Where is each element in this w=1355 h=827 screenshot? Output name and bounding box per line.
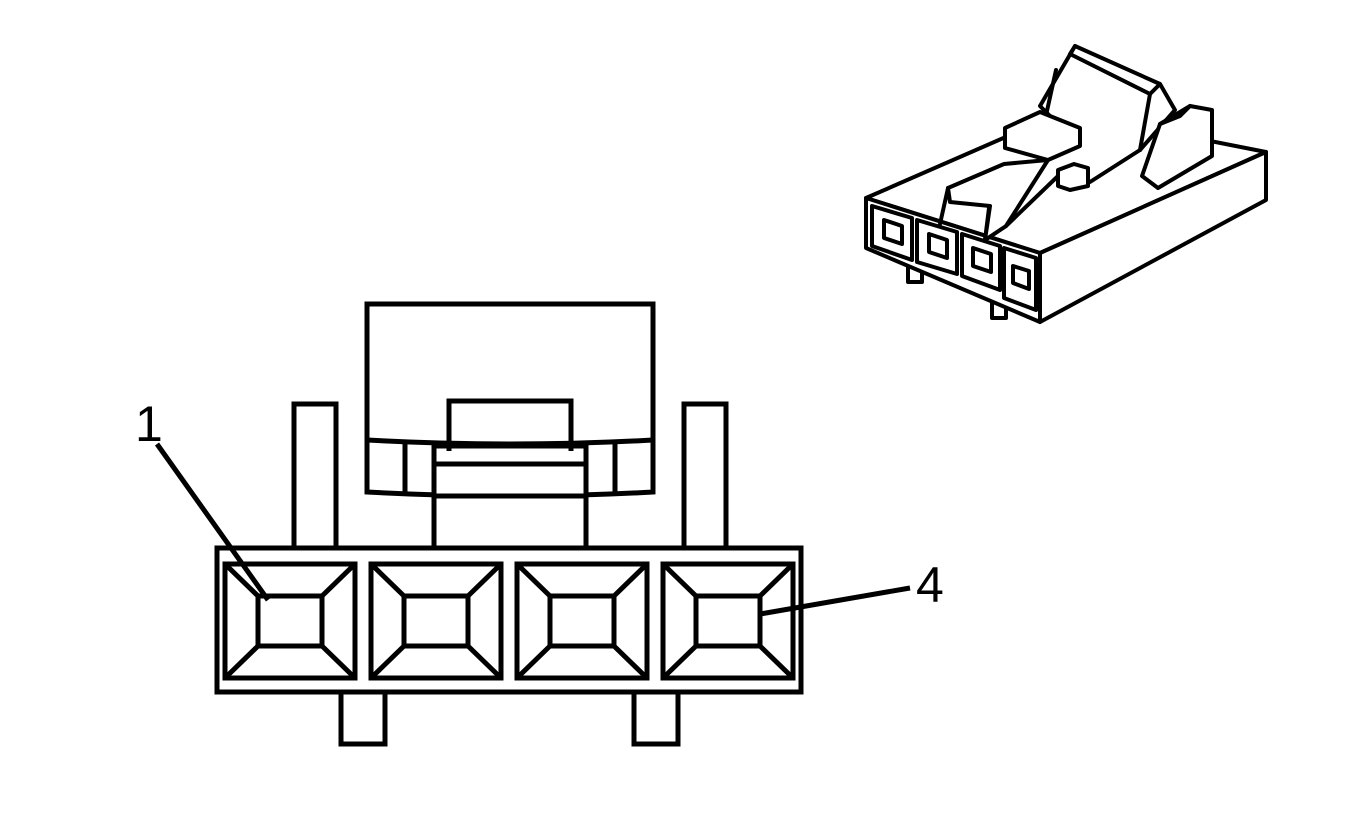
pin-label-1: 1: [135, 396, 163, 452]
leader-line-pin-4: [759, 585, 911, 617]
iso-latch: [938, 44, 1214, 242]
cavity-1: [222, 561, 358, 681]
bottom-tab-right: [631, 687, 681, 747]
connector-isometric-view: [864, 44, 1268, 324]
side-post-right: [681, 401, 729, 553]
locking-latch: [364, 301, 656, 550]
pin-label-4: 4: [916, 557, 944, 613]
iso-side-face: [1038, 150, 1268, 324]
cavity-4: [660, 561, 796, 681]
bottom-tab-left: [338, 687, 388, 747]
connector-face-view: 1 4: [135, 301, 944, 747]
cavity-2: [368, 561, 504, 681]
leader-line-pin-1: [154, 442, 271, 602]
side-post-left: [291, 401, 339, 553]
connector-body: [214, 545, 804, 695]
cavity-3: [514, 561, 650, 681]
iso-cavities: [870, 204, 1038, 312]
